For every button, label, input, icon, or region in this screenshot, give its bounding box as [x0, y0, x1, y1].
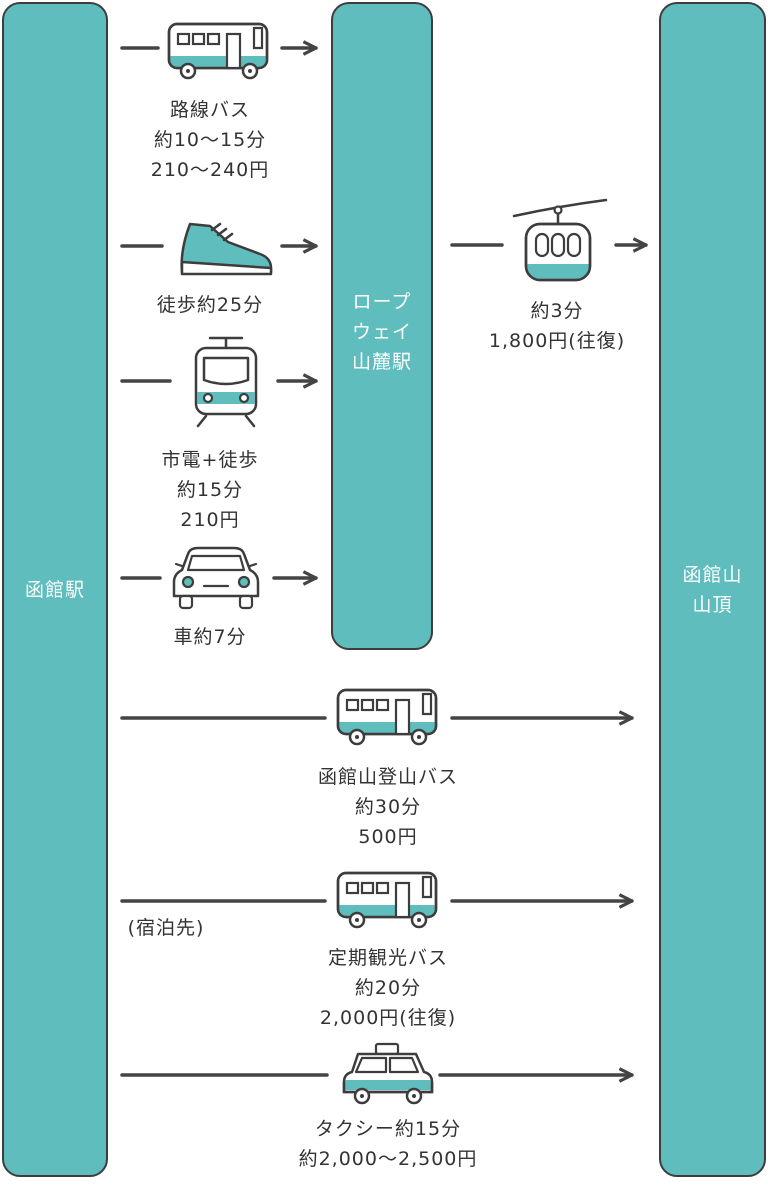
tozan-bus-icon: [336, 688, 438, 746]
tozan-bus-caption: 函館山登山バス 約30分 500円: [283, 762, 493, 852]
hakodate-station-label: 函館駅: [24, 578, 85, 601]
taxi-icon: [342, 1042, 434, 1105]
route-bus-icon: [167, 22, 269, 80]
car-time: 車約7分: [173, 626, 247, 648]
tour-bus-origin: (宿泊先): [110, 913, 222, 943]
walk-time: 徒歩約25分: [156, 294, 264, 316]
taxi-time: タクシー約15分: [314, 1118, 462, 1140]
taxi-caption: タクシー約15分 約2,000〜2,500円: [273, 1114, 503, 1174]
summit-pillar: 函館山 山頂: [659, 2, 766, 1177]
summit-label-1: 函館山: [682, 563, 743, 586]
ropeway-station-pillar: ロープ ウェイ 山麓駅: [331, 2, 433, 650]
shoe-icon: [180, 222, 273, 276]
summit-label-2: 山頂: [692, 593, 733, 616]
tram-caption: 市電+徒歩 約15分 210円: [120, 445, 300, 535]
ropeway-fare: 1,800円(往復): [488, 330, 626, 352]
ropeway-station-label-1: ロープ: [352, 291, 412, 313]
tram-time: 約15分: [176, 479, 244, 501]
tour-bus-name: 定期観光バス: [327, 947, 448, 969]
route-bus-name: 路線バス: [169, 99, 250, 121]
tozan-bus-time: 約30分: [354, 796, 422, 818]
tour-bus-icon: [336, 871, 438, 929]
walk-caption: 徒歩約25分: [120, 290, 300, 320]
tozan-bus-name: 函館山登山バス: [317, 766, 458, 788]
ropeway-station-label-2: ウェイ: [351, 321, 412, 343]
gondola-icon: [512, 198, 608, 282]
tour-bus-origin-label: (宿泊先): [127, 917, 205, 939]
route-bus-caption: 路線バス 約10〜15分 210〜240円: [120, 95, 300, 185]
tram-name: 市電+徒歩: [161, 449, 259, 471]
tram-fare: 210円: [180, 509, 240, 531]
tour-bus-caption: 定期観光バス 約20分 2,000円(往復): [283, 943, 493, 1033]
car-icon: [172, 546, 260, 610]
route-bus-fare: 210〜240円: [150, 159, 270, 181]
ropeway-caption: 約3分 1,800円(往復): [462, 296, 652, 356]
tour-bus-time: 約20分: [354, 977, 422, 999]
tozan-bus-fare: 500円: [358, 826, 418, 848]
ropeway-station-label-3: 山麓駅: [351, 351, 412, 373]
route-bus-time: 約10〜15分: [153, 129, 267, 151]
tram-icon: [194, 336, 258, 428]
ropeway-time: 約3分: [530, 300, 584, 322]
tour-bus-fare: 2,000円(往復): [319, 1007, 457, 1029]
hakodate-station-pillar: 函館駅: [2, 2, 108, 1177]
taxi-fare: 約2,000〜2,500円: [298, 1148, 478, 1170]
car-caption: 車約7分: [120, 622, 300, 652]
